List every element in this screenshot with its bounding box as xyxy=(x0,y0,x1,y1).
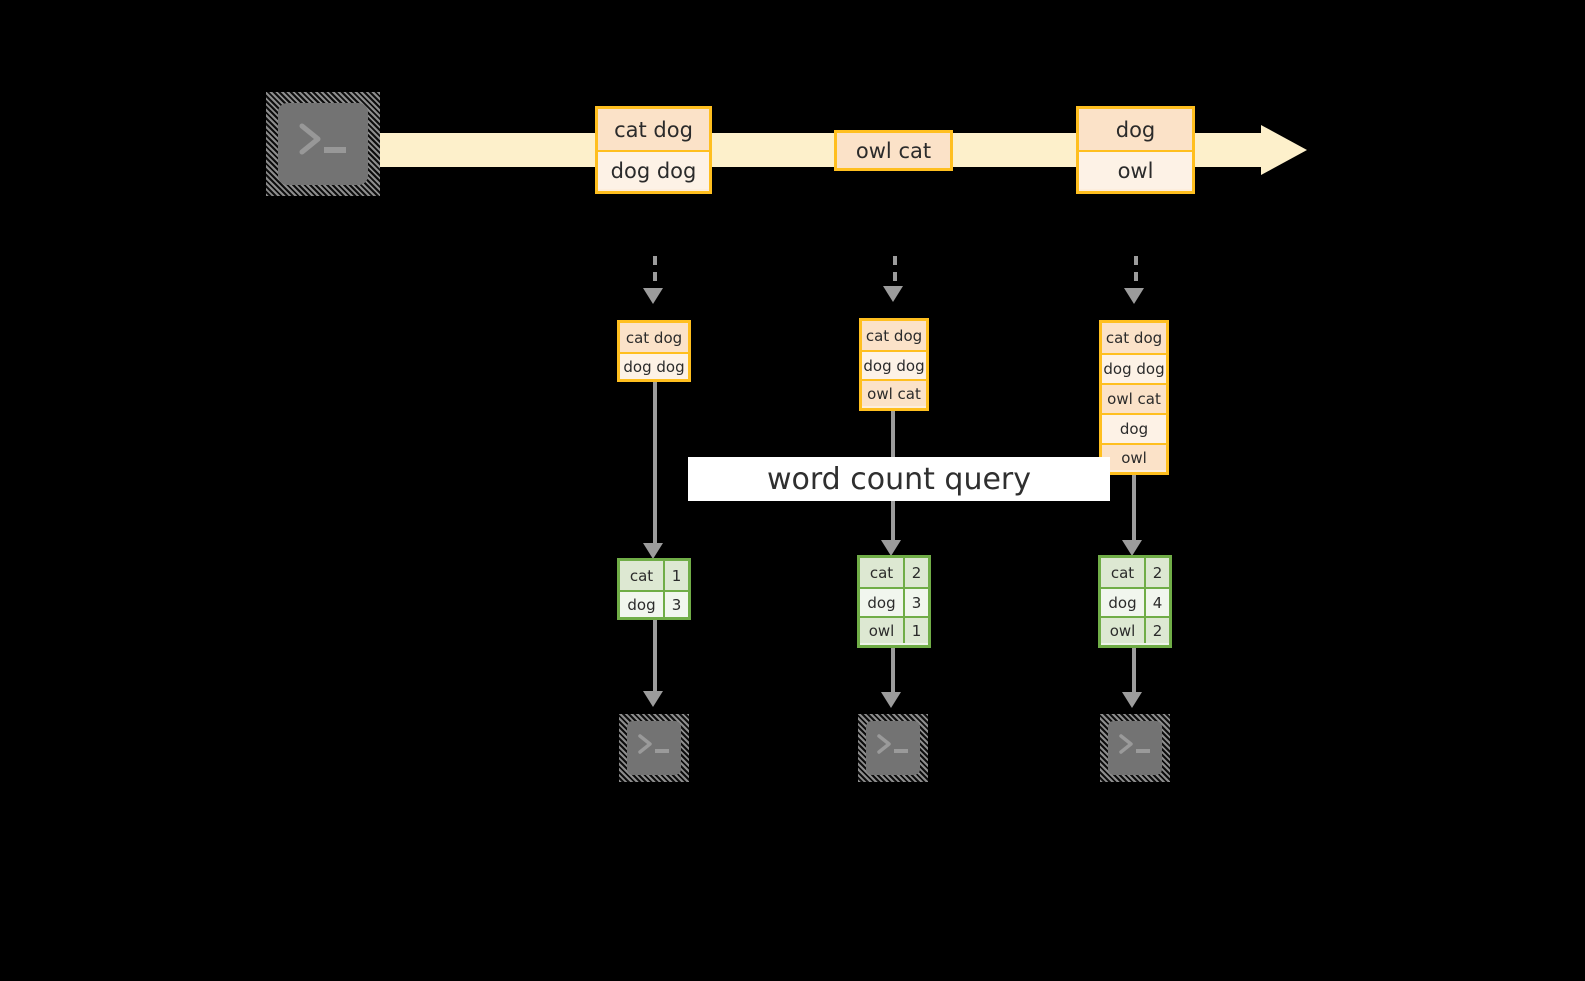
result-word-cell: dog xyxy=(620,592,665,617)
result-count-cell: 3 xyxy=(665,592,688,617)
result-word-cell: cat xyxy=(620,561,665,590)
query-flow-arrowhead-icon xyxy=(881,540,901,556)
sink-flow-line xyxy=(891,648,895,696)
snapshot-tap-line xyxy=(893,256,897,290)
snapshot-input-row: owl xyxy=(1102,443,1166,470)
table-row: cat 2 xyxy=(860,558,928,587)
snapshot-tap-arrowhead-icon xyxy=(643,288,663,304)
terminal-body xyxy=(1108,721,1162,775)
stream-event-line: dog xyxy=(1079,109,1192,150)
table-row: dog 3 xyxy=(860,587,928,616)
query-flow-arrowhead-icon xyxy=(643,543,663,559)
table-row: owl 2 xyxy=(1101,616,1169,643)
snapshot-tap-arrowhead-icon xyxy=(1124,288,1144,304)
table-row: dog 3 xyxy=(620,590,688,617)
snapshot-tap-line xyxy=(1134,256,1138,292)
stream-event-line: owl xyxy=(1079,150,1192,189)
snapshot-input-row: cat dog xyxy=(862,321,926,350)
snapshot-input-row: cat dog xyxy=(620,323,688,352)
snapshot-input-row: dog dog xyxy=(1102,353,1166,383)
result-count-cell: 1 xyxy=(905,618,928,643)
snapshot-input-row: dog dog xyxy=(620,352,688,379)
result-table: cat 2 dog 4 owl 2 xyxy=(1098,555,1172,648)
terminal-prompt-glyph xyxy=(638,734,669,754)
terminal-prompt-glyph xyxy=(1119,734,1150,754)
terminal-prompt-glyph xyxy=(299,123,346,155)
table-row: owl 1 xyxy=(860,616,928,643)
result-table: cat 2 dog 3 owl 1 xyxy=(857,555,931,648)
snapshot-input-stack: cat dog dog dog owl cat dog owl xyxy=(1099,320,1169,475)
result-word-cell: cat xyxy=(860,558,905,587)
sink-terminal-icon xyxy=(1100,714,1170,782)
snapshot-input-row: cat dog xyxy=(1102,323,1166,353)
query-flow-line xyxy=(1132,475,1136,544)
snapshot-tap-arrowhead-icon xyxy=(883,286,903,302)
result-count-cell: 2 xyxy=(1146,558,1169,587)
sink-terminal-icon xyxy=(858,714,928,782)
sink-flow-line xyxy=(653,620,657,695)
stream-event-box: owl cat xyxy=(834,130,953,171)
result-word-cell: owl xyxy=(1101,618,1146,643)
stream-event-box: dog owl xyxy=(1076,106,1195,194)
snapshot-input-stack: cat dog dog dog owl cat xyxy=(859,318,929,411)
result-word-cell: owl xyxy=(860,618,905,643)
snapshot-input-stack: cat dog dog dog xyxy=(617,320,691,382)
result-word-cell: dog xyxy=(860,589,905,616)
stream-event-line: dog dog xyxy=(598,150,709,189)
stream-arrowhead-icon xyxy=(1261,125,1307,175)
sink-flow-line xyxy=(1132,648,1136,696)
sink-flow-arrowhead-icon xyxy=(881,692,901,708)
snapshot-input-row: dog xyxy=(1102,413,1166,443)
sink-flow-arrowhead-icon xyxy=(643,691,663,707)
query-flow-arrowhead-icon xyxy=(1122,540,1142,556)
terminal-body xyxy=(627,721,681,775)
result-count-cell: 2 xyxy=(1146,618,1169,643)
table-row: cat 2 xyxy=(1101,558,1169,587)
terminal-body xyxy=(278,103,368,185)
stream-event-box: cat dog dog dog xyxy=(595,106,712,194)
source-terminal-icon xyxy=(266,92,380,196)
terminal-prompt-glyph xyxy=(877,734,908,754)
snapshot-input-row: owl cat xyxy=(1102,383,1166,413)
snapshot-input-row: owl cat xyxy=(862,379,926,406)
table-row: cat 1 xyxy=(620,561,688,590)
snapshot-tap-line xyxy=(653,256,657,292)
result-word-cell: cat xyxy=(1101,558,1146,587)
table-row: dog 4 xyxy=(1101,587,1169,616)
snapshot-input-row: dog dog xyxy=(862,350,926,379)
result-count-cell: 1 xyxy=(665,561,688,590)
result-table: cat 1 dog 3 xyxy=(617,558,691,620)
sink-terminal-icon xyxy=(619,714,689,782)
stream-event-line: cat dog xyxy=(598,109,709,150)
result-count-cell: 4 xyxy=(1146,589,1169,616)
result-count-cell: 3 xyxy=(905,589,928,616)
result-count-cell: 2 xyxy=(905,558,928,587)
stream-event-line: owl cat xyxy=(837,133,950,168)
terminal-body xyxy=(866,721,920,775)
sink-flow-arrowhead-icon xyxy=(1122,692,1142,708)
query-label: word count query xyxy=(688,457,1110,501)
result-word-cell: dog xyxy=(1101,589,1146,616)
query-flow-line xyxy=(653,382,657,547)
